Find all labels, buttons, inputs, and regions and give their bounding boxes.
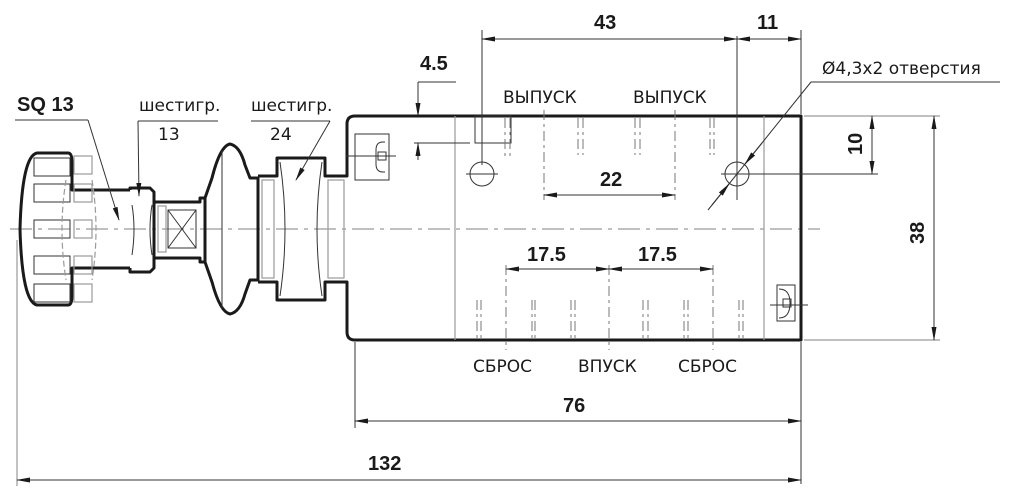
label-hex-small-word: шестигр. — [139, 96, 220, 116]
dimension-lines — [15, 30, 1000, 486]
dim-top-offset: 4.5 — [420, 53, 448, 75]
label-exhaust-right: ВЫПУСК — [633, 88, 707, 108]
dim-left-spacing: 17.5 — [527, 244, 566, 266]
dim-exhaust-spacing: 22 — [600, 169, 622, 191]
label-knob-sq: SQ 13 — [17, 94, 74, 116]
knob — [18, 151, 130, 307]
dim-right-spacing: 17.5 — [638, 244, 677, 266]
hex-nut-24 — [258, 148, 349, 310]
label-holes: Ø4,3x2 отверстия — [822, 59, 981, 79]
dim-overall-length: 132 — [368, 453, 401, 475]
label-inlet: ВПУСК — [578, 357, 637, 377]
dim-hole-offset: 10 — [845, 133, 867, 155]
dim-body-height: 38 — [907, 222, 929, 244]
flange — [203, 142, 260, 316]
label-hex-large-size: 24 — [270, 125, 292, 145]
label-hex-small-size: 13 — [158, 125, 180, 145]
label-exhaust-left: ВЫПУСК — [503, 88, 577, 108]
label-reset-right: СБРОС — [678, 357, 737, 377]
dim-body-length: 76 — [563, 395, 585, 417]
label-hex-large-word: шестигр. — [251, 96, 332, 116]
dim-top-span: 43 — [594, 12, 616, 34]
valve-body — [345, 36, 820, 350]
hex-nut-13 — [128, 186, 207, 274]
dim-top-right: 11 — [757, 12, 778, 34]
label-reset-left: СБРОС — [473, 357, 532, 377]
